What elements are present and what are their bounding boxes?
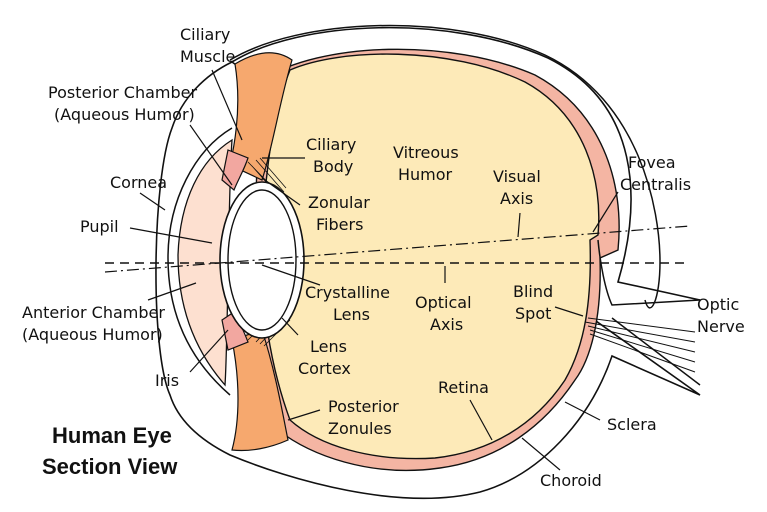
- label-zonular-fibers-2: Fibers: [316, 215, 363, 234]
- label-lens-cortex-1: Lens: [310, 337, 347, 356]
- label-anterior-chamber-2: (Aqueous Humor): [22, 325, 163, 344]
- label-retina: Retina: [438, 378, 489, 397]
- label-fovea-centralis-2: Centralis: [620, 175, 691, 194]
- label-crystalline-lens-2: Lens: [333, 305, 370, 324]
- vitreous-humor-region: [261, 53, 600, 460]
- label-blind-spot-2: Spot: [515, 304, 551, 323]
- label-vitreous-humor-1: Vitreous: [393, 143, 459, 162]
- ciliary-upper: [229, 52, 293, 181]
- visual-axis-line: [104, 225, 691, 273]
- label-lens-cortex-2: Cortex: [298, 359, 351, 378]
- label-optical-axis-1: Optical: [415, 293, 472, 312]
- label-posterior-chamber-2: (Aqueous Humor): [54, 105, 195, 124]
- label-optic-nerve-2: Nerve: [697, 317, 745, 336]
- label-pupil: Pupil: [80, 217, 119, 236]
- diagram-title-line1: Human Eye: [52, 423, 172, 448]
- optic-nerve-fibers: [584, 317, 696, 373]
- label-ciliary-muscle-1: Ciliary: [180, 25, 230, 44]
- ciliary-lower: [231, 329, 289, 452]
- sclera-outer: [229, 24, 661, 309]
- label-zonular-fibers-1: Zonular: [308, 193, 370, 212]
- label-iris: Iris: [155, 371, 179, 390]
- optic-nerve-shape: [597, 239, 701, 386]
- label-ciliary-body-2: Body: [313, 157, 353, 176]
- label-crystalline-lens-1: Crystalline: [305, 283, 390, 302]
- label-posterior-zonules-1: Posterior: [328, 397, 399, 416]
- label-anterior-chamber-1: Anterior Chamber: [22, 303, 165, 322]
- label-choroid: Choroid: [540, 471, 602, 490]
- eyeball-outline: [155, 26, 701, 500]
- diagram-title-line2: Section View: [42, 454, 178, 479]
- label-fovea-centralis-1: Fovea: [628, 153, 676, 172]
- label-blind-spot-1: Blind: [513, 282, 553, 301]
- label-cornea: Cornea: [110, 173, 167, 192]
- label-posterior-chamber-1: Posterior Chamber: [48, 83, 198, 102]
- leader-lines: [129, 69, 619, 471]
- label-ciliary-body-1: Ciliary: [306, 135, 356, 154]
- label-visual-axis-2: Axis: [500, 189, 533, 208]
- label-visual-axis-1: Visual: [493, 167, 541, 186]
- label-posterior-zonules-2: Zonules: [328, 419, 392, 438]
- label-optical-axis-2: Axis: [430, 315, 463, 334]
- label-vitreous-humor-2: Humor: [398, 165, 453, 184]
- label-sclera: Sclera: [607, 415, 657, 434]
- label-ciliary-muscle-2: Muscle: [180, 47, 235, 66]
- label-optic-nerve-1: Optic: [697, 295, 739, 314]
